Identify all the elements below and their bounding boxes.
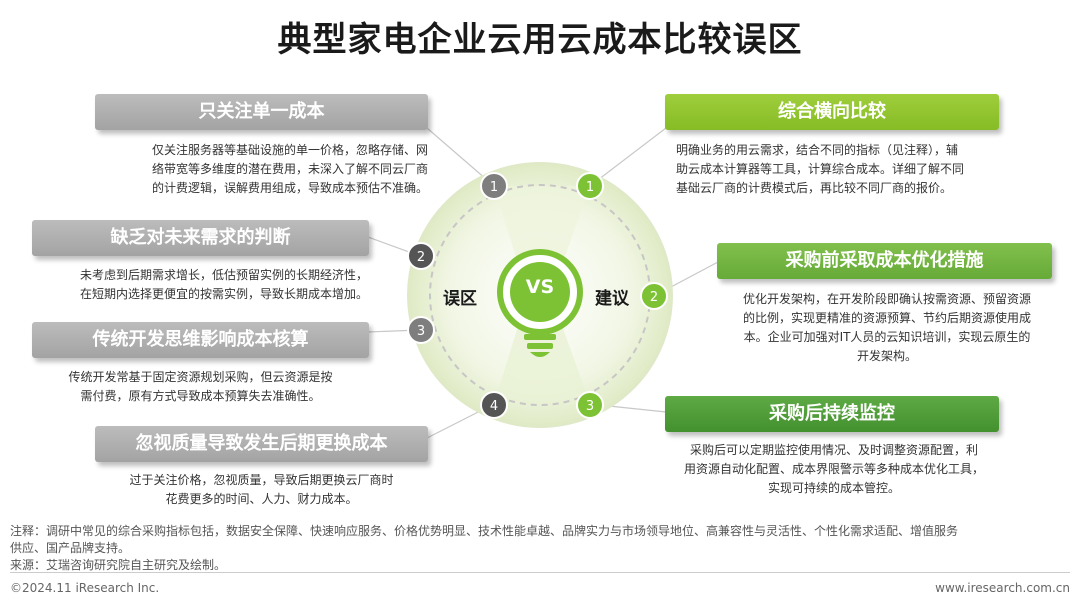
note-line-1: 注释：调研中常见的综合采购指标包括，数据安全保障、快速响应服务、价格优势明显、技… <box>10 524 959 538</box>
note-line-2: 供应、国产品牌支持。 <box>10 541 131 555</box>
vs-label: VS <box>525 276 555 298</box>
misconception-title-1: 只关注单一成本 <box>95 94 428 130</box>
lightbulb-icon <box>497 249 583 357</box>
misconception-side-label: 误区 <box>443 289 477 309</box>
footer-website: www.iresearch.com.cn <box>935 581 1070 595</box>
misconception-title-2: 缺乏对未来需求的判断 <box>32 220 369 256</box>
suggestion-marker-1: 1 <box>576 172 604 200</box>
suggestion-title-3: 采购后持续监控 <box>665 396 999 432</box>
source-line: 来源：艾瑞咨询研究院自主研究及绘制。 <box>10 558 227 572</box>
suggestion-side-label: 建议 <box>595 289 629 309</box>
footer-copyright: ©2024.11 iResearch Inc. <box>10 581 160 595</box>
misconception-marker-1: 1 <box>480 172 508 200</box>
misconception-marker-3: 3 <box>407 316 435 344</box>
misconception-desc-2: 未考虑到后期需求增长，低估预留实例的长期经济性， 在短期内选择更便宜的按需实例，… <box>79 268 368 301</box>
suggestion-desc-3: 采购后可以定期监控使用情况、及时调整资源配置，利 用资源自动化配置、成本界限警示… <box>683 443 984 495</box>
footer-divider <box>10 572 1070 573</box>
misconception-title-4: 忽视质量导致发生后期更换成本 <box>95 426 428 462</box>
suggestion-marker-3: 3 <box>576 391 604 419</box>
misconception-marker-4: 4 <box>480 391 508 419</box>
misconception-desc-3: 传统开发常基于固定资源规划采购，但云资源是按 需付费，原有方式导致成本预算失去准… <box>68 370 333 403</box>
suggestion-title-1: 综合横向比较 <box>665 94 999 130</box>
suggestion-desc-2: 优化开发架构，在开发阶段即确认按需资源、预留资源 的比例，实现更精准的资源预算、… <box>742 292 1031 363</box>
misconception-desc-1: 仅关注服务器等基础设施的单一价格，忽略存储、网 络带宽等多维度的潜在费用，未深入… <box>151 143 428 195</box>
page-title: 典型家电企业云用云成本比较误区 <box>277 20 803 60</box>
suggestion-marker-2: 2 <box>640 282 668 310</box>
misconception-title-3: 传统开发思维影响成本核算 <box>32 322 369 358</box>
suggestion-desc-1: 明确业务的用云需求，结合不同的指标（见注释），辅 助云成本计算器等工具，计算综合… <box>676 143 965 195</box>
suggestion-title-2: 采购前采取成本优化措施 <box>717 243 1052 279</box>
misconception-marker-2: 2 <box>407 242 435 270</box>
misconception-desc-4: 过于关注价格，忽视质量，导致后期更换云厂商时 花费更多的时间、人力、财力成本。 <box>129 473 394 506</box>
